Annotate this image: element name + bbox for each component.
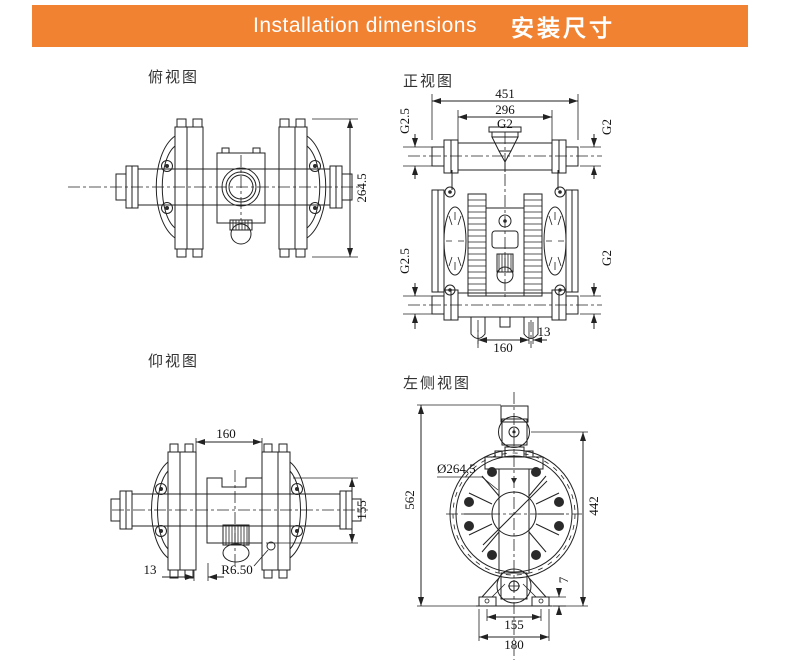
front-view-drawing: 451 296 G2 G2.5 G2 G2.5: [397, 88, 614, 355]
bottom-view-pump-outline: [110, 443, 368, 579]
dim-bottom-fillet-radius: R6.50: [221, 562, 252, 577]
dim-bottom-clamp-spacing: 160: [216, 426, 236, 441]
dim-front-overall-width: 451: [495, 88, 515, 101]
dim-side-chamber-diameter: Ø264.5: [437, 461, 476, 476]
top-view-dimensions: 264.5: [312, 118, 369, 258]
dim-front-foot-spacing: 160: [493, 340, 513, 355]
bottom-view-drawing: 160 155 13 R6.50: [110, 426, 369, 581]
header-title: Installation dimensions 安装尺寸: [253, 9, 615, 43]
dim-front-inlet-left-bottom: G2.5: [397, 248, 412, 274]
dim-front-discharge-port: G2: [497, 116, 513, 131]
side-view-drawing: 562 442 Ø264.5 7 155 180: [402, 392, 601, 660]
dim-front-inlet-left-top: G2.5: [397, 108, 412, 134]
top-view-label: 俯视图: [148, 69, 200, 86]
dim-side-body-height: 442: [586, 496, 601, 516]
dim-side-foot-outer-span: 180: [504, 637, 524, 652]
dim-front-foot-offset: 13: [538, 324, 551, 339]
dim-front-inlet-right-bottom: G2: [599, 250, 614, 266]
top-view-drawing: 264.5: [68, 118, 369, 258]
top-view-pump-outline: [68, 118, 362, 258]
front-view-pump-outline: [408, 126, 602, 348]
bottom-view-label: 仰视图: [148, 353, 200, 370]
side-view-label: 左侧视图: [403, 375, 472, 392]
dim-side-foot-inner-span: 155: [504, 617, 524, 632]
front-view-dimensions: 451 296 G2 G2.5 G2 G2.5: [397, 88, 614, 355]
bottom-view-dimensions: 160 155 13 R6.50: [144, 426, 369, 581]
dim-bottom-body-width: 155: [354, 500, 369, 520]
dim-side-overall-height: 562: [402, 490, 417, 510]
dim-front-port-span: 296: [495, 102, 515, 117]
dim-front-inlet-right-top: G2: [599, 119, 614, 135]
header-title-en: Installation dimensions: [253, 14, 477, 37]
dim-top-overall-height: 264.5: [354, 173, 369, 202]
dim-side-foot-pad-height: 7: [556, 576, 571, 583]
front-view-label: 正视图: [403, 73, 455, 90]
header-title-zh: 安装尺寸: [510, 15, 615, 41]
dim-bottom-edge-offset: 13: [144, 562, 157, 577]
side-view-pump-outline: [446, 392, 582, 660]
header-banner: Installation dimensions 安装尺寸: [32, 5, 748, 47]
side-view-dimensions: 562 442 Ø264.5 7 155 180: [402, 404, 601, 652]
